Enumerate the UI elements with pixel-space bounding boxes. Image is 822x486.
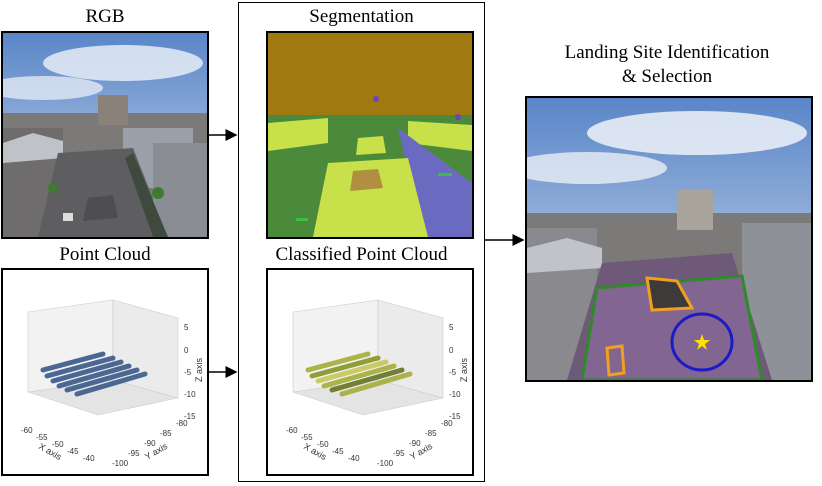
cpc-z-tick-3: -10 [449,390,461,399]
pc-x-tick-3: -45 [67,447,79,456]
cpc-x-tick-0: -60 [286,426,298,435]
pc-z-tick-4: -15 [184,412,196,421]
pc-z-tick-1: 0 [184,346,189,355]
classified-point-cloud-svg: 5 0 -5 -10 -15 Z axis -60 -55 -50 -45 -4… [286,299,469,468]
cpc-z-tick-4: -15 [449,412,461,421]
pc-y-tick-0: -100 [112,459,129,468]
cpc-z-tick-1: 0 [449,346,454,355]
pc-z-axis-label: Z axis [194,357,204,382]
cpc-z-tick-0: 5 [449,323,454,332]
point-cloud-plot: 5 0 -5 -10 -15 Z axis -60 -55 -50 -45 -4… [1,268,209,476]
cpc-x-tick-4: -40 [348,454,360,463]
cpc-x-tick-3: -45 [332,447,344,456]
center-frame [238,2,485,482]
cpc-y-tick-0: -100 [377,459,394,468]
classified-point-cloud-plot: 5 0 -5 -10 -15 Z axis -60 -55 -50 -45 -4… [266,268,474,476]
cpc-z-tick-2: -5 [449,368,457,377]
cpc-y-tick-3: -85 [425,429,437,438]
cpc-y-tick-2: -90 [409,439,421,448]
segmentation-title: Segmentation [309,6,414,27]
pc-x-tick-4: -40 [83,454,95,463]
pc-y-tick-4: -80 [176,419,188,428]
cpc-z-axis-label: Z axis [459,357,469,382]
pc-y-tick-2: -90 [144,439,156,448]
landing-title-line1: Landing Site Identification [564,42,770,63]
point-cloud-svg: 5 0 -5 -10 -15 Z axis -60 -55 -50 -45 -4… [21,299,204,468]
cpc-y-tick-1: -95 [393,449,405,458]
landing-title-line2: & Selection [621,66,713,87]
classified-point-cloud-title: Classified Point Cloud [275,244,448,265]
point-cloud-title: Point Cloud [59,244,151,265]
pc-z-tick-2: -5 [184,368,192,377]
pc-z-tick-0: 5 [184,323,189,332]
segmentation-image [266,31,474,239]
cpc-x-tick-2: -50 [317,440,329,449]
pc-x-tick-2: -50 [52,440,64,449]
pc-y-tick-3: -85 [160,429,172,438]
pc-z-tick-3: -10 [184,390,196,399]
pc-x-tick-0: -60 [21,426,33,435]
rgb-title: RGB [85,6,125,27]
landing-site-image [525,96,813,382]
pc-y-tick-1: -95 [128,449,140,458]
rgb-image [1,31,209,239]
cpc-x-tick-1: -55 [301,433,313,442]
pc-x-tick-1: -55 [36,433,48,442]
cpc-y-tick-4: -80 [441,419,453,428]
